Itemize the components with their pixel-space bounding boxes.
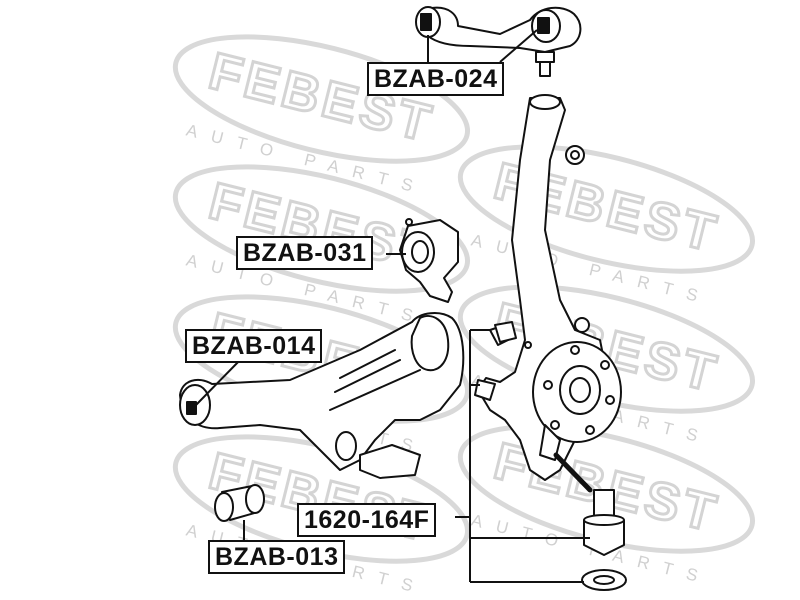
wheel-hub [532, 341, 622, 443]
upper-control-arm [415, 6, 582, 77]
small-parts [474, 321, 532, 401]
label-bzab-024: BZAB-024 [367, 62, 505, 96]
leader-014 [195, 357, 243, 406]
parts-drawing [179, 6, 627, 591]
watermark-logo-3: FEBEST AUTO PARTS [457, 144, 756, 309]
lower-control-arm [179, 312, 465, 479]
label-bzab-013: BZAB-013 [208, 540, 346, 574]
label-bzab-014: BZAB-014 [185, 329, 323, 363]
ball-joint [539, 424, 627, 591]
label-1620-164f: 1620-164F [297, 503, 437, 537]
rear-bushing-bracket [399, 218, 459, 303]
leader-024-b [499, 29, 538, 63]
leader-lines [195, 29, 590, 583]
label-bzab-031: BZAB-031 [236, 236, 374, 270]
front-bushing [214, 484, 265, 522]
